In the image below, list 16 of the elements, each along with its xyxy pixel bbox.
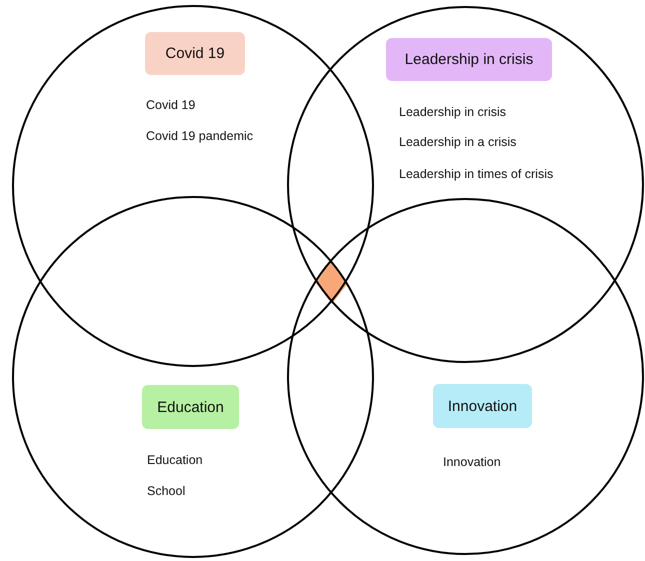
venn-circle	[287, 6, 644, 363]
keyword-text: Education	[147, 453, 203, 467]
venn-circle	[12, 196, 374, 558]
keyword-text: Leadership in times of crisis	[399, 167, 554, 181]
category-label: Leadership in crisis	[386, 38, 552, 81]
keyword-text: Leadership in a crisis	[399, 135, 516, 149]
category-label: Innovation	[433, 384, 532, 428]
keyword-text: Leadership in crisis	[399, 105, 506, 119]
venn-circle	[287, 198, 644, 555]
category-label: Covid 19	[145, 32, 245, 75]
category-label: Education	[142, 385, 239, 429]
venn-circle	[12, 5, 374, 367]
keyword-text: School	[147, 484, 186, 498]
keyword-text: Covid 19 pandemic	[146, 129, 254, 143]
keyword-text: Covid 19	[146, 98, 196, 112]
keyword-text: Innovation	[443, 455, 501, 469]
